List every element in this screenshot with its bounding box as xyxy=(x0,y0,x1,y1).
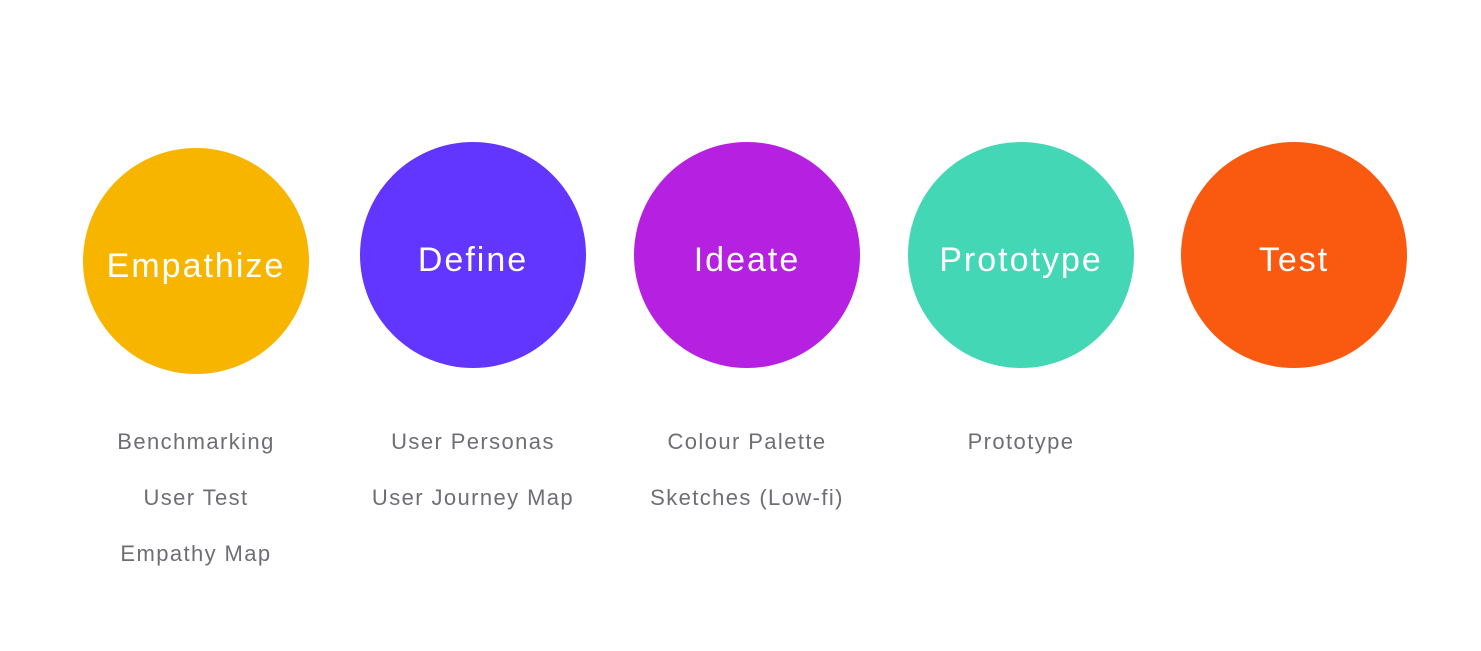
stage-circle-define: Define xyxy=(360,142,586,368)
method-item: Empathy Map xyxy=(120,541,272,566)
method-item: User Personas xyxy=(391,429,555,454)
method-item: Prototype xyxy=(967,429,1075,454)
stage-define: Define User Personas User Journey Map xyxy=(360,142,586,511)
stage-circle-test: Test xyxy=(1181,142,1407,368)
stage-circle-prototype: Prototype xyxy=(908,142,1134,368)
stage-circle-ideate: Ideate xyxy=(634,142,860,368)
stage-title-test: Test xyxy=(1258,240,1330,279)
stage-circle-empathize: Empathize xyxy=(83,148,309,374)
method-item: User Test xyxy=(143,485,249,510)
method-list-prototype: Prototype xyxy=(968,429,1075,455)
method-item: User Journey Map xyxy=(371,485,575,510)
stage-empathize: Empathize Benchmarking User Test Empathy… xyxy=(83,148,309,567)
method-list-ideate: Colour Palette Sketches (Low-fi) xyxy=(650,429,844,511)
stage-title-prototype: Prototype xyxy=(939,240,1103,279)
stage-title-define: Define xyxy=(417,240,529,279)
method-item: Sketches (Low-fi) xyxy=(650,485,844,510)
stage-title-ideate: Ideate xyxy=(693,240,801,279)
stage-ideate: Ideate Colour Palette Sketches (Low-fi) xyxy=(634,142,860,511)
stage-title-empathize: Empathize xyxy=(106,246,286,285)
method-item: Benchmarking xyxy=(117,429,275,454)
method-list-empathize: Benchmarking User Test Empathy Map xyxy=(117,429,274,567)
stage-test: Test xyxy=(1181,142,1407,428)
stage-prototype: Prototype Prototype xyxy=(908,142,1134,455)
method-item: Colour Palette xyxy=(667,429,827,454)
method-list-define: User Personas User Journey Map xyxy=(372,429,574,511)
